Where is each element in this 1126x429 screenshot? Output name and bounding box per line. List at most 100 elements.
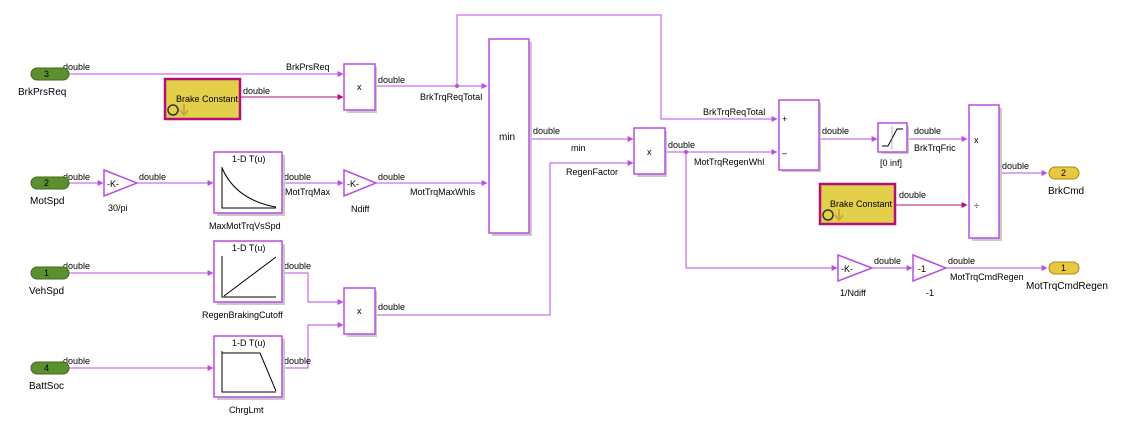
signal-mottrqregenwhl: MotTrqRegenWhl bbox=[694, 157, 764, 167]
type-label: double bbox=[63, 172, 90, 182]
brake-constant-label: Brake Constant bbox=[176, 94, 239, 104]
inport-number: 4 bbox=[44, 363, 49, 373]
brake-constant-block-2[interactable]: Brake Constant bbox=[818, 182, 897, 226]
lookup-name: ChrgLmt bbox=[229, 405, 264, 415]
wire-mottrqregenwhl-branch[interactable] bbox=[685, 152, 838, 271]
signal-mottrqcmdregen: MotTrqCmdRegen bbox=[950, 272, 1024, 282]
outport-number: 2 bbox=[1061, 168, 1066, 178]
type-label: double bbox=[378, 302, 405, 312]
inport-name: VehSpd bbox=[29, 286, 64, 297]
type-label: double bbox=[284, 261, 311, 271]
wire-regen-cutoff-out[interactable] bbox=[282, 272, 344, 305]
outport-name: BrkCmd bbox=[1048, 186, 1084, 197]
branch-point bbox=[455, 84, 459, 88]
type-label: double bbox=[284, 356, 311, 366]
gain-name: 30/pi bbox=[108, 203, 128, 213]
signal-brktrqreqtotal: BrkTrqReqTotal bbox=[420, 92, 482, 102]
type-label: double bbox=[63, 356, 90, 366]
signal-brktrqfric: BrkTrqFric bbox=[914, 143, 956, 153]
sum-minus: – bbox=[782, 148, 787, 158]
gain-value: -1 bbox=[918, 264, 926, 274]
type-label: double bbox=[899, 190, 926, 200]
product-symbol: x bbox=[357, 306, 362, 316]
gain-1ndiff[interactable]: -K- 1/Ndiff bbox=[837, 253, 875, 298]
type-label: double bbox=[1002, 161, 1029, 171]
type-label: double bbox=[378, 172, 405, 182]
inport-battsoc[interactable]: 4 BattSoc bbox=[29, 361, 70, 392]
type-label: double bbox=[284, 172, 311, 182]
inport-vehspd[interactable]: 1 VehSpd bbox=[29, 266, 70, 297]
inport-name: MotSpd bbox=[30, 196, 64, 207]
inport-motspd[interactable]: 2 MotSpd bbox=[30, 176, 70, 207]
wire-brktrqreqtotal-branch[interactable] bbox=[456, 14, 778, 122]
saturation-block[interactable]: [0 inf] bbox=[877, 122, 909, 168]
gain-name: Ndiff bbox=[351, 204, 370, 214]
lookup-title: 1-D T(u) bbox=[232, 154, 265, 164]
signal-labels: double BrkPrsReq double double BrkTrqReq… bbox=[63, 62, 1029, 366]
product-symbol: x bbox=[647, 147, 652, 157]
type-label: double bbox=[63, 62, 90, 72]
signal-min: min bbox=[571, 143, 586, 153]
type-label: double bbox=[914, 126, 941, 136]
inport-name: BrkPrsReq bbox=[18, 87, 66, 98]
type-label: double bbox=[822, 126, 849, 136]
inport-name: BattSoc bbox=[29, 381, 64, 392]
signal-brkprsreq: BrkPrsReq bbox=[286, 62, 330, 72]
divide-mult: x bbox=[974, 135, 979, 145]
outport-number: 1 bbox=[1061, 263, 1066, 273]
sum-block[interactable]: + – bbox=[778, 99, 821, 172]
gain-neg1[interactable]: -1 -1 bbox=[912, 253, 949, 298]
link-icon bbox=[822, 209, 844, 222]
outport-mottrqcmdregen[interactable]: 1 MotTrqCmdRegen bbox=[1026, 261, 1108, 292]
signal-mottrqmaxwhls: MotTrqMaxWhls bbox=[410, 187, 476, 197]
lookup-regenbrakingcutoff[interactable]: 1-D T(u) RegenBrakingCutoff bbox=[202, 240, 285, 320]
wire-regenfactor[interactable] bbox=[376, 160, 634, 316]
wire-chrglmt-out[interactable] bbox=[282, 322, 344, 369]
type-label: double bbox=[243, 86, 270, 96]
product-brake[interactable]: x bbox=[343, 63, 377, 113]
lookup-title: 1-D T(u) bbox=[232, 338, 265, 348]
type-label: double bbox=[948, 256, 975, 266]
type-label: double bbox=[63, 261, 90, 271]
gain-value: -K- bbox=[347, 179, 359, 189]
gain-value: -K- bbox=[841, 264, 853, 274]
lookup-chrglmt[interactable]: 1-D T(u) ChrgLmt bbox=[213, 335, 285, 415]
signal-brktrqreqtotal-2: BrkTrqReqTotal bbox=[703, 107, 765, 117]
inport-number: 2 bbox=[44, 178, 49, 188]
inport-brkprsreq[interactable]: 3 BrkPrsReq bbox=[18, 67, 70, 98]
gain-name: -1 bbox=[926, 288, 934, 298]
inport-number: 3 bbox=[44, 69, 49, 79]
min-label: min bbox=[499, 132, 515, 143]
type-label: double bbox=[874, 256, 901, 266]
brake-constant-block-1[interactable]: Brake Constant bbox=[163, 77, 242, 121]
min-block[interactable]: min bbox=[488, 38, 532, 236]
lookup-name: MaxMotTrqVsSpd bbox=[209, 221, 281, 231]
product-regen[interactable]: x bbox=[633, 127, 667, 177]
gain-ndiff[interactable]: -K- Ndiff bbox=[343, 168, 378, 214]
branch-point-2 bbox=[684, 150, 688, 154]
product-limits[interactable]: x bbox=[343, 287, 377, 337]
type-label: double bbox=[668, 140, 695, 150]
gain-30pi[interactable]: -K- 30/pi bbox=[103, 168, 140, 213]
signal-regenfactor: RegenFactor bbox=[566, 167, 618, 177]
brake-constant-label: Brake Constant bbox=[830, 199, 893, 209]
sum-plus: + bbox=[782, 114, 787, 124]
outport-name: MotTrqCmdRegen bbox=[1026, 281, 1108, 292]
inport-number: 1 bbox=[44, 268, 49, 278]
product-symbol: x bbox=[357, 82, 362, 92]
type-label: double bbox=[139, 172, 166, 182]
wires bbox=[69, 14, 1048, 371]
divide-div: ÷ bbox=[974, 201, 979, 211]
saturation-limits: [0 inf] bbox=[880, 158, 902, 168]
link-icon bbox=[167, 104, 189, 117]
type-label: double bbox=[533, 126, 560, 136]
outport-brkcmd[interactable]: 2 BrkCmd bbox=[1048, 166, 1084, 197]
gain-value: -K- bbox=[107, 179, 119, 189]
type-label: double bbox=[378, 75, 405, 85]
divide-block[interactable]: x ÷ bbox=[968, 104, 1002, 241]
lookup-name: RegenBrakingCutoff bbox=[202, 310, 283, 320]
gain-name: 1/Ndiff bbox=[840, 288, 866, 298]
signal-mottrqmax: MotTrqMax bbox=[285, 187, 331, 197]
lookup-maxmottrqvsspd[interactable]: 1-D T(u) MaxMotTrqVsSpd bbox=[209, 151, 285, 231]
